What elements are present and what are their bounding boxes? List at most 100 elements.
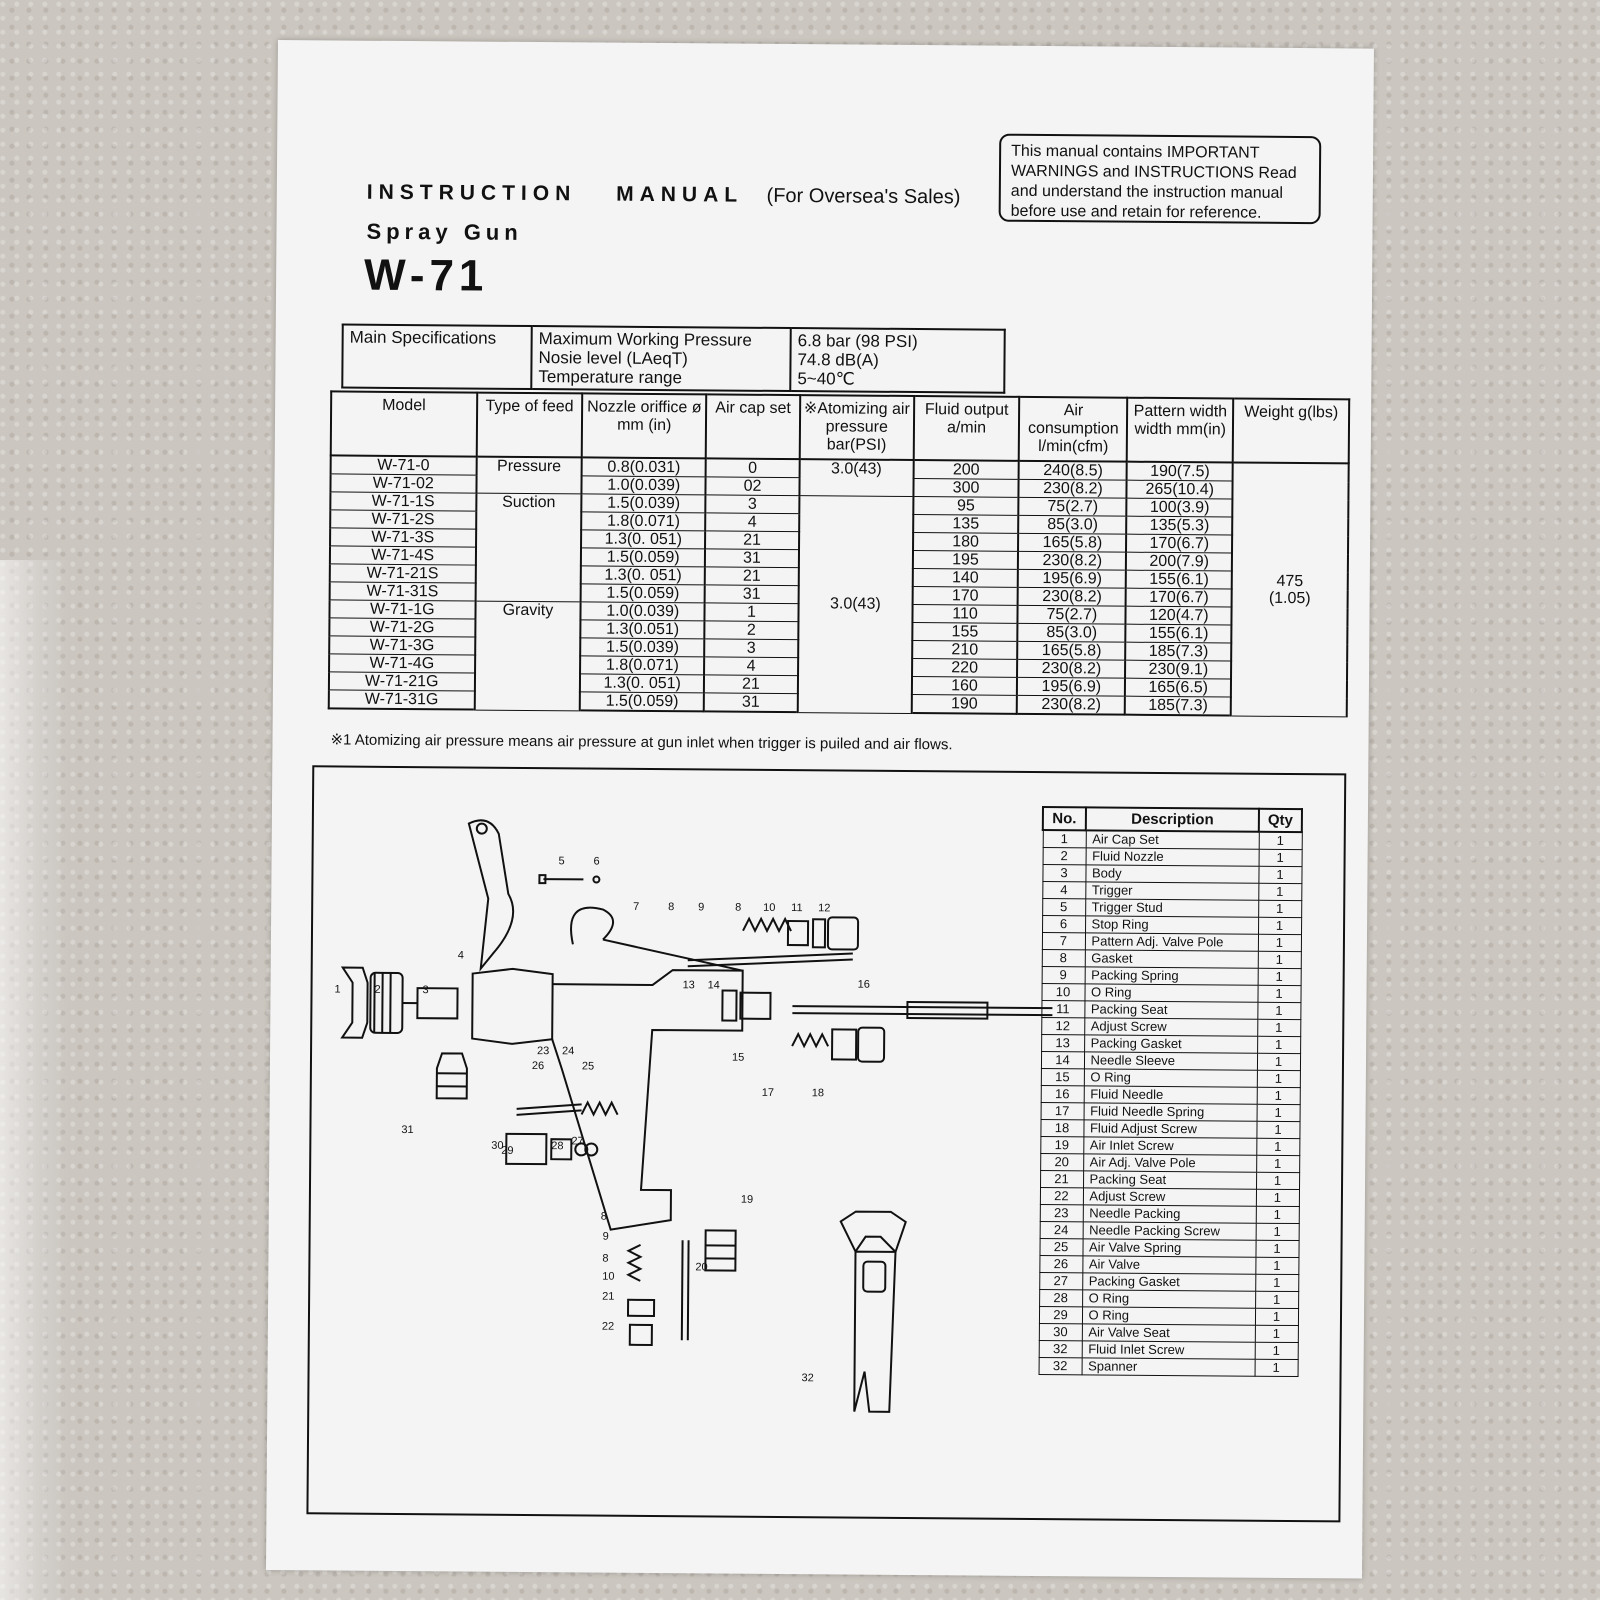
part-number-cell: 9	[1041, 966, 1085, 984]
air-cell: 230(8.2)	[1018, 551, 1127, 571]
pattern-cell: 190(7.5)	[1126, 461, 1233, 482]
nozzle-cell: 0.8(0.031)	[581, 457, 706, 477]
feed-pressure-cell: Pressure	[475, 456, 583, 494]
pattern-cell: 155(6.1)	[1125, 624, 1232, 644]
title-note: (For Oversea's Sales)	[766, 184, 961, 209]
aircap-cell: 31	[704, 584, 799, 604]
diagram-callout: 32	[801, 1372, 813, 1384]
air-cell: 195(6.9)	[1018, 569, 1127, 589]
part-number-cell: 21	[1040, 1170, 1084, 1188]
diagram-callout: 11	[791, 902, 803, 914]
air-cell: 195(6.9)	[1017, 677, 1126, 697]
plastic-bag	[0, 560, 70, 1600]
spec-values: 6.8 bar (98 PSI) 74.8 dB(A) 5~40℃	[790, 328, 1005, 393]
atomizing-cell: 3.0(43)	[797, 495, 914, 713]
diagram-callout: 19	[741, 1194, 753, 1206]
part-description-cell: Adjust Screw	[1084, 1017, 1258, 1037]
footnote: ※1 Atomizing air pressure means air pres…	[330, 731, 953, 754]
col-nozzle: Nozzle oriffice ø mm (in)	[582, 393, 707, 459]
part-qty-cell: 1	[1254, 1325, 1298, 1343]
spec-label: Main Specifications	[342, 324, 532, 389]
pattern-cell: 170(6.7)	[1125, 588, 1232, 608]
part-qty-cell: 1	[1255, 1291, 1299, 1309]
parts-col-no: No.	[1042, 807, 1086, 831]
part-number-cell: 32	[1038, 1357, 1082, 1375]
nozzle-cell: 1.5(0.059)	[580, 583, 705, 603]
part-qty-cell: 1	[1256, 1070, 1300, 1088]
part-number-cell: 28	[1039, 1289, 1083, 1307]
air-cell: 240(8.5)	[1019, 460, 1128, 481]
part-qty-cell: 1	[1257, 968, 1301, 986]
diagram-callout: 12	[818, 902, 830, 914]
part-description-cell: Air Valve	[1082, 1255, 1256, 1275]
part-number-cell: 18	[1040, 1119, 1084, 1137]
nozzle-cell: 1.5(0.059)	[581, 547, 706, 567]
part-description-cell: Needle Packing	[1082, 1204, 1256, 1224]
fluid-cell: 300	[913, 478, 1020, 498]
air-cell: 165(5.8)	[1018, 533, 1127, 553]
part-qty-cell: 1	[1254, 1359, 1298, 1377]
model-cell: W-71-4G	[329, 653, 475, 674]
part-number-cell: 7	[1041, 932, 1086, 950]
nozzle-cell: 1.0(0.039)	[580, 601, 705, 621]
diagram-callout: 21	[602, 1291, 614, 1303]
aircap-cell: 21	[704, 674, 798, 694]
feed-suction-cell: Suction	[475, 493, 582, 602]
part-qty-cell: 1	[1258, 866, 1302, 884]
product-name: Spray Gun	[366, 218, 523, 245]
model-cell: W-71-2G	[329, 617, 475, 638]
model-cell: W-71-0	[330, 455, 477, 476]
diagram-callout: 15	[732, 1052, 744, 1064]
pattern-cell: 120(4.7)	[1125, 606, 1232, 626]
air-cell: 165(5.8)	[1017, 641, 1126, 661]
part-description-cell: Air Valve Spring	[1082, 1238, 1256, 1258]
diagram-callout: 25	[582, 1060, 594, 1072]
diagram-callout: 23	[537, 1045, 549, 1057]
fluid-cell: 200	[913, 460, 1020, 480]
part-description-cell: Packing Seat	[1084, 1000, 1258, 1020]
part-number-cell: 23	[1039, 1204, 1083, 1222]
part-number-cell: 4	[1042, 881, 1086, 899]
diagram-callout: 28	[551, 1140, 563, 1152]
air-cell: 230(8.2)	[1018, 479, 1127, 499]
model-cell: W-71-3G	[329, 635, 475, 656]
aircap-cell: 2	[704, 620, 799, 640]
part-description-cell: Gasket	[1084, 949, 1258, 969]
part-qty-cell: 1	[1255, 1257, 1299, 1275]
fluid-cell: 95	[913, 496, 1019, 516]
manual-sheet: INSTRUCTION MANUAL (For Oversea's Sales)…	[265, 40, 1374, 1579]
part-description-cell: Adjust Screw	[1082, 1187, 1257, 1207]
diagram-callout: 9	[603, 1231, 609, 1243]
diagram-callout: 8	[602, 1253, 608, 1265]
diagram-callout: 9	[698, 901, 704, 913]
pattern-cell: 165(6.5)	[1125, 678, 1232, 698]
diagram-callout: 26	[532, 1060, 544, 1072]
diagram-callout: 8	[735, 902, 741, 914]
part-number-cell: 13	[1041, 1034, 1085, 1052]
nozzle-cell: 1.3(0. 051)	[581, 565, 706, 585]
model-cell: W-71-02	[330, 473, 477, 494]
part-qty-cell: 1	[1256, 1138, 1300, 1156]
part-qty-cell: 1	[1257, 1002, 1301, 1020]
aircap-cell: 1	[704, 602, 799, 622]
part-description-cell: O Ring	[1081, 1306, 1256, 1326]
fluid-cell: 190	[911, 694, 1018, 714]
part-description-cell: Packing Gasket	[1084, 1034, 1258, 1054]
spec-names: Maximum Working Pressure Nosie level (LA…	[531, 326, 791, 392]
